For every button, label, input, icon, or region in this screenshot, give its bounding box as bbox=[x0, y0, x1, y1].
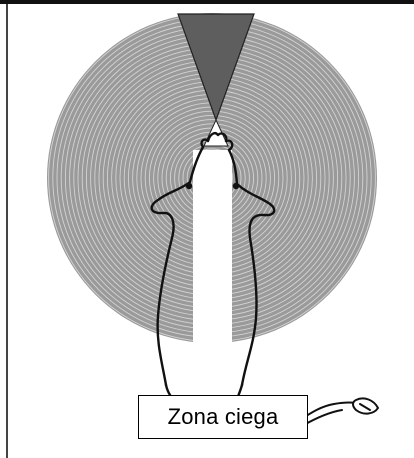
blind-zone-rear-strip bbox=[193, 150, 232, 380]
blind-zone-label: Zona ciega bbox=[168, 404, 279, 430]
tail-curve bbox=[300, 398, 378, 426]
blind-zone-callout: Zona ciega bbox=[138, 395, 308, 439]
